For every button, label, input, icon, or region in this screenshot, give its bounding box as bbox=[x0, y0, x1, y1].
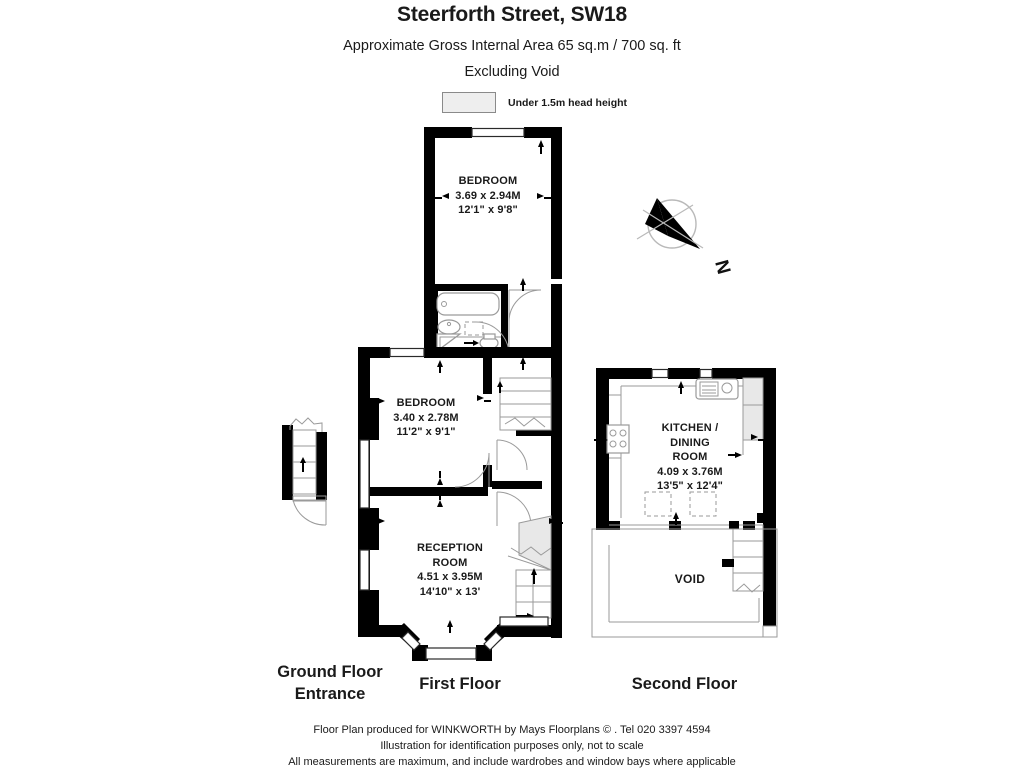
floor-caption-first: First Floor bbox=[370, 673, 550, 695]
ground-floor-caption-line1: Ground Floor bbox=[277, 663, 383, 681]
floor-caption-ground: Ground Floor Entrance bbox=[230, 661, 430, 705]
legend-label: Under 1.5m head height bbox=[508, 96, 628, 109]
kitchen-name-line2: DINING bbox=[670, 436, 710, 449]
page-title: Steerforth Street, SW18 bbox=[397, 3, 627, 26]
staircase-second-floor bbox=[722, 513, 766, 593]
bedroom-1-dim-imperial: 12'1" x 9'8" bbox=[458, 204, 518, 216]
bedroom-2-dim-metric: 3.40 x 2.78M bbox=[393, 411, 459, 424]
first-floor-caption-line1: First Floor bbox=[419, 675, 501, 693]
bedroom-1-name: BEDROOM bbox=[458, 175, 518, 187]
kitchen-dim-imperial: 13'5" x 12'4" bbox=[657, 480, 723, 492]
reception-room-name-line1: RECEPTION bbox=[417, 542, 483, 554]
gross-internal-area-text: Approximate Gross Internal Area 65 sq.m … bbox=[343, 38, 681, 54]
kitchen-name-line3: ROOM bbox=[672, 451, 708, 463]
room-label-bedroom-2: BEDROOM 3.40 x 2.78M 11'2" x 9'1" bbox=[366, 396, 486, 440]
footer-line-1: Floor Plan produced for WINKWORTH by May… bbox=[313, 724, 711, 736]
legend-swatch-under-head-height bbox=[442, 92, 496, 113]
footer-line-2: Illustration for identification purposes… bbox=[380, 740, 644, 752]
bedroom-1-dim-metric: 3.69 x 2.94M bbox=[455, 189, 521, 202]
bedroom-2-name: BEDROOM bbox=[396, 397, 456, 409]
room-label-reception-room: RECEPTION ROOM 4.51 x 3.95M 14'10" x 13' bbox=[390, 541, 510, 599]
compass-rose: N bbox=[636, 198, 734, 277]
bedroom-2-dim-imperial: 11'2" x 9'1" bbox=[396, 426, 456, 438]
second-floor-caption-line1: Second Floor bbox=[631, 675, 738, 693]
second-floor-plan bbox=[591, 368, 778, 638]
room-label-bedroom-1: BEDROOM 3.69 x 2.94M 12'1" x 9'8" bbox=[428, 174, 548, 218]
reception-room-dim-metric: 4.51 x 3.95M bbox=[417, 571, 483, 583]
footer-line-3: All measurements are maximum, and includ… bbox=[288, 756, 736, 768]
staircase-upper bbox=[497, 377, 552, 431]
legend: Under 1.5m head height bbox=[442, 92, 627, 113]
void-label: VOID bbox=[674, 572, 706, 586]
compass-north-label: N bbox=[710, 258, 734, 277]
reception-room-dim-imperial: 14'10" x 13' bbox=[419, 585, 481, 598]
room-label-kitchen-dining-room: KITCHEN / DINING ROOM 4.09 x 3.76M 13'5"… bbox=[630, 421, 750, 494]
ground-floor-entrance-plan bbox=[282, 417, 327, 526]
excluding-void-text: Excluding Void bbox=[464, 64, 560, 80]
reception-room-name-line2: ROOM bbox=[432, 556, 468, 569]
ground-floor-caption-line2: Entrance bbox=[294, 685, 366, 703]
staircase-lower bbox=[507, 546, 552, 619]
floor-caption-second: Second Floor bbox=[592, 673, 777, 695]
kitchen-dim-metric: 4.09 x 3.76M bbox=[657, 465, 723, 478]
first-floor-plan bbox=[358, 127, 563, 661]
kitchen-name-line1: KITCHEN / bbox=[661, 422, 719, 434]
